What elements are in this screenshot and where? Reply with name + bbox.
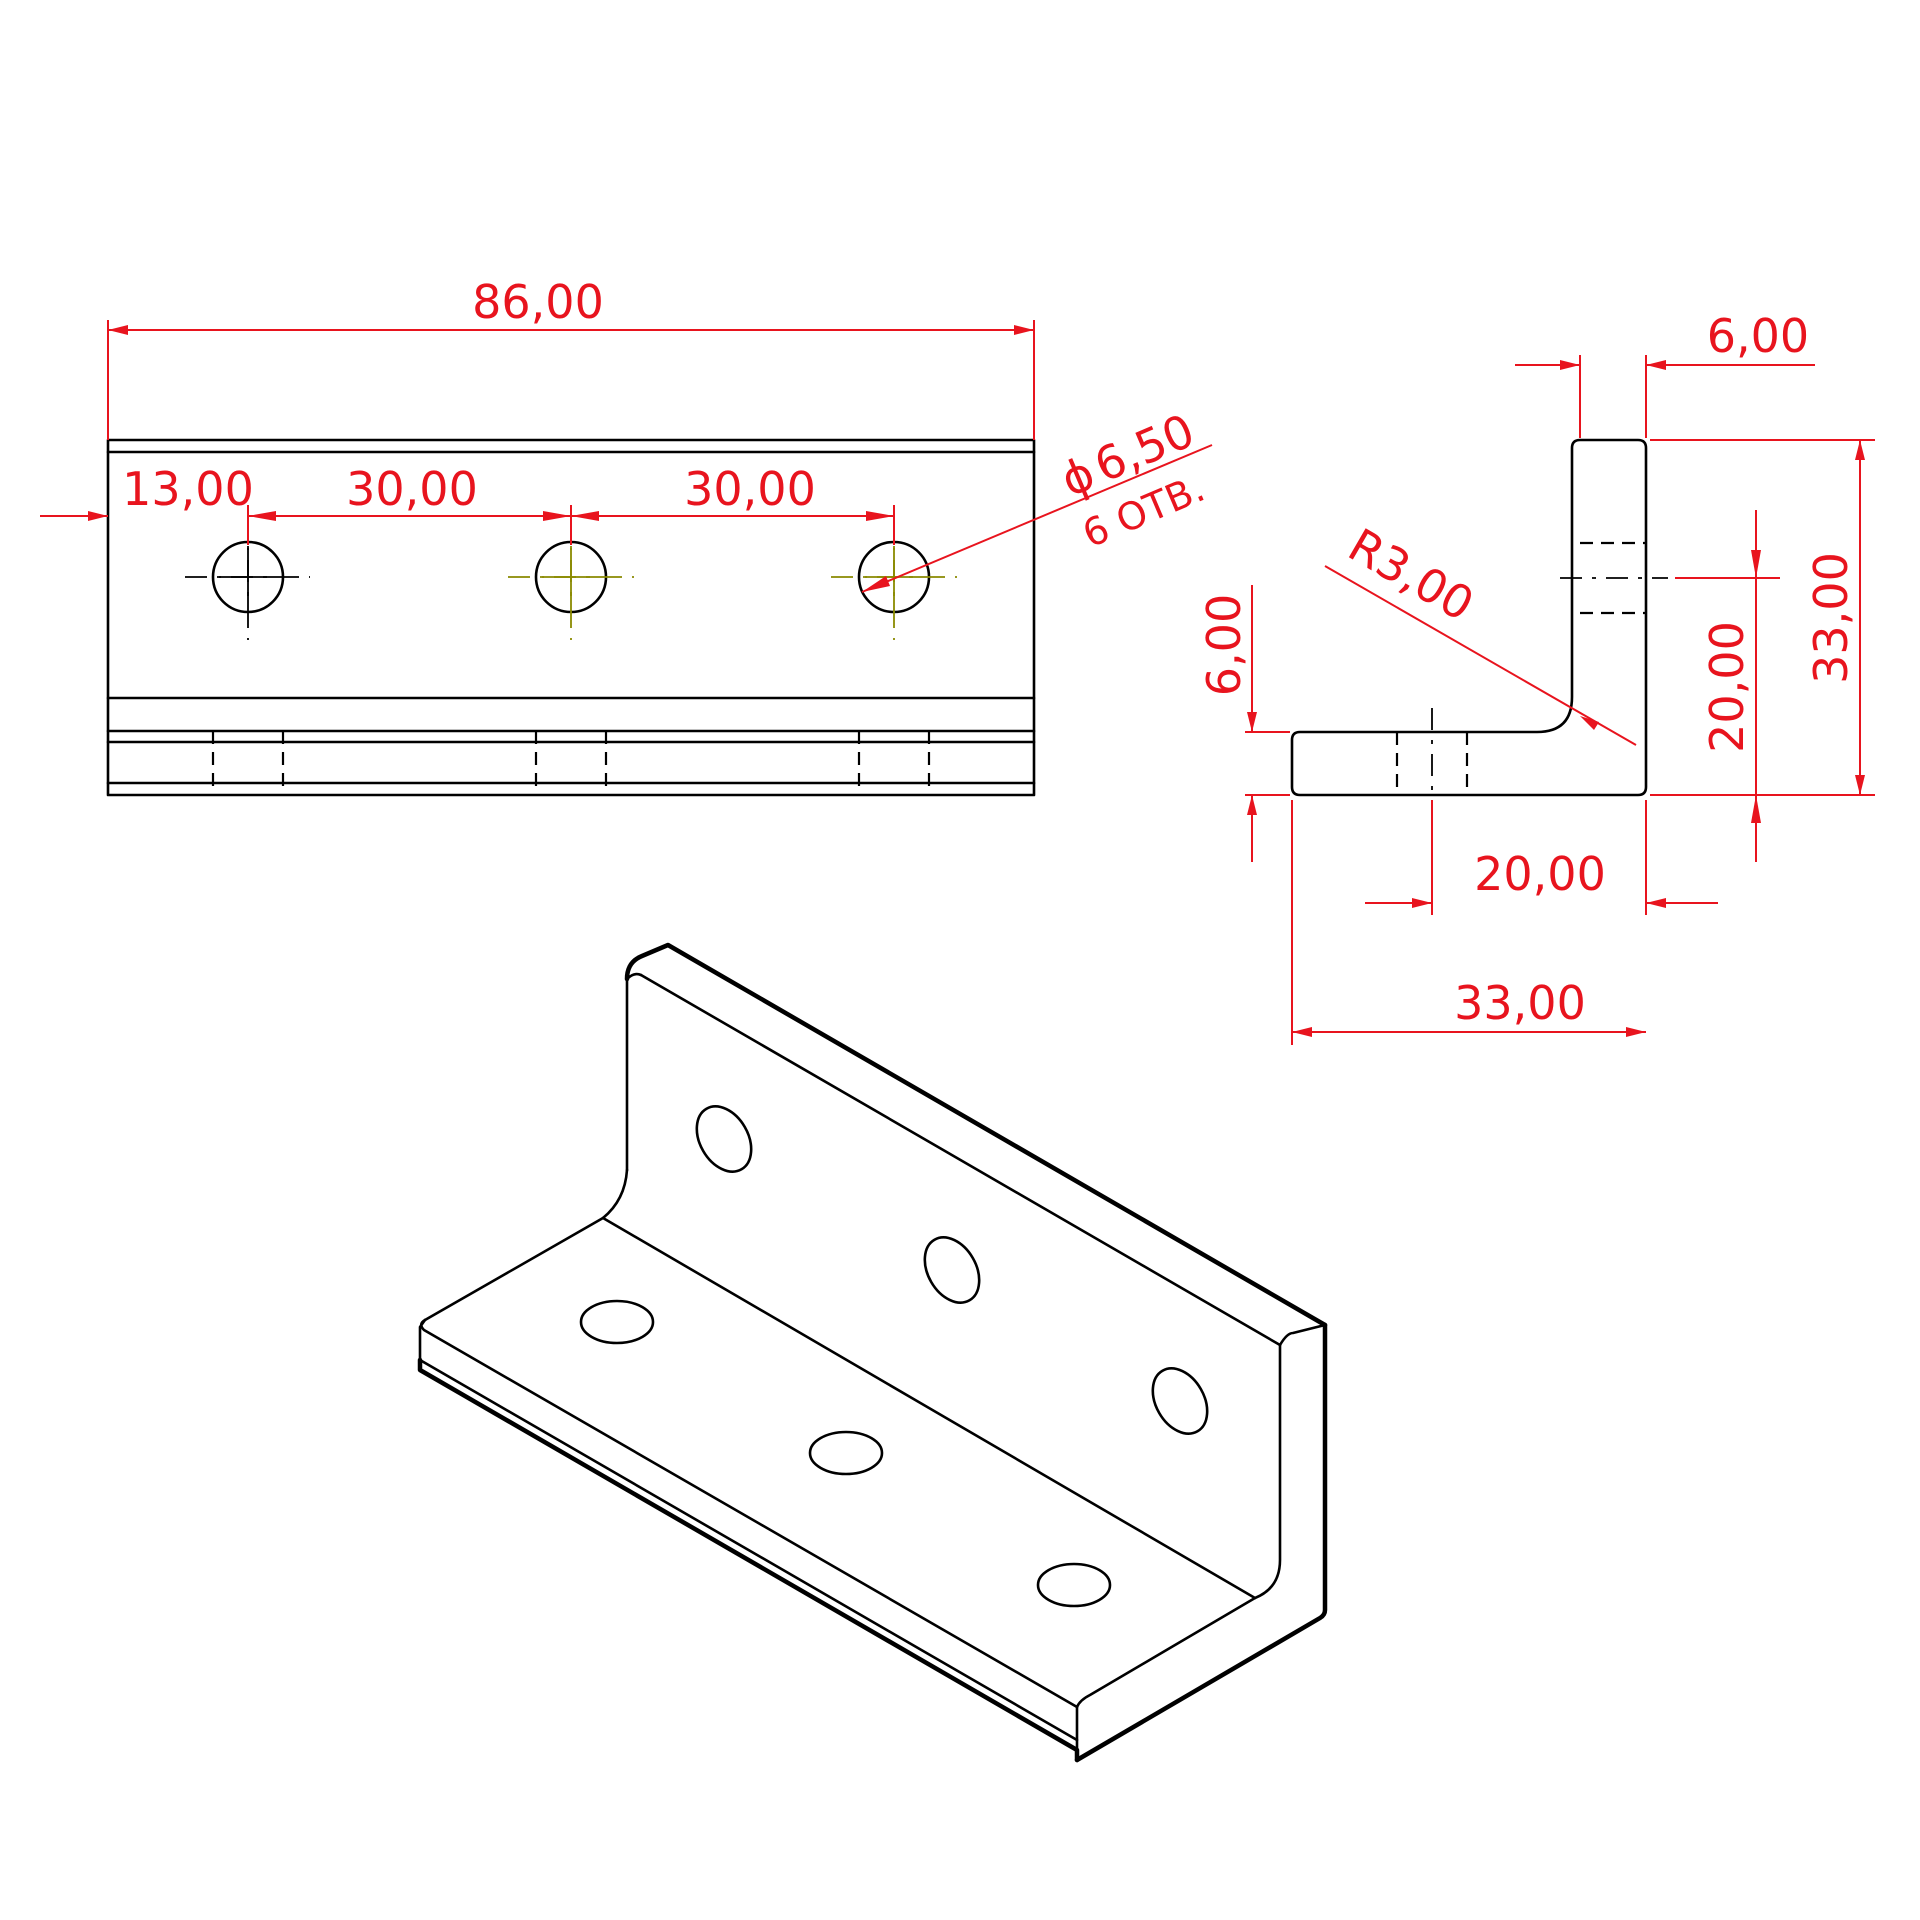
dim-hole-diameter: ϕ6,50 6 ОТВ. bbox=[861, 403, 1213, 593]
iso-bend-line bbox=[601, 1216, 1257, 1600]
dim-width-total: 33,00 bbox=[1291, 800, 1646, 1045]
dim-width-total-label: 33,00 bbox=[1454, 976, 1586, 1030]
iso-inner-corner bbox=[1253, 1343, 1282, 1600]
dim-edge-hole-label: 13,00 bbox=[122, 462, 254, 516]
dim-bend-radius: R3,00 bbox=[1324, 518, 1637, 746]
iso-vertical-leg-face-edge bbox=[639, 973, 1282, 1347]
side-view: 6,00 33,00 20,00 bbox=[1197, 309, 1875, 1045]
iso-hole-v2 bbox=[923, 1236, 981, 1304]
iso-right-end bbox=[1074, 1322, 1328, 1763]
hole-2 bbox=[508, 514, 634, 640]
isometric-view bbox=[417, 942, 1328, 1763]
dim-overall-length-label: 86,00 bbox=[472, 275, 604, 329]
iso-flange-front bbox=[418, 1318, 1079, 1742]
iso-hole-v3 bbox=[1151, 1367, 1209, 1435]
top-view: 86,00 13,00 30,00 30,00 ϕ6,50 6 ОТВ. bbox=[40, 275, 1213, 797]
dim-thickness-top-label: 6,00 bbox=[1707, 309, 1809, 363]
iso-hole-h2 bbox=[808, 1430, 884, 1476]
hidden-holes bbox=[211, 731, 931, 795]
iso-flange-right-top bbox=[1075, 1596, 1257, 1709]
dim-height-total: 33,00 bbox=[1650, 439, 1875, 796]
dim-hole-offset: 20,00 bbox=[1365, 800, 1718, 915]
dim-overall-length: 86,00 bbox=[107, 275, 1035, 440]
iso-flange-back bbox=[423, 1216, 605, 1322]
iso-hole-h1 bbox=[579, 1299, 655, 1345]
iso-flange-bottom bbox=[417, 1357, 1080, 1763]
dim-pitch-1-label: 30,00 bbox=[346, 462, 478, 516]
top-view-outline bbox=[106, 438, 1036, 797]
dim-hole-chain: 13,00 30,00 30,00 bbox=[40, 462, 895, 545]
iso-hole-v1 bbox=[695, 1105, 753, 1173]
side-profile bbox=[1290, 438, 1648, 797]
dim-hole-count-label: 6 ОТВ. bbox=[1076, 466, 1211, 556]
iso-top-edge bbox=[624, 942, 1328, 1328]
dim-hole-offset-label: 20,00 bbox=[1474, 847, 1606, 901]
dim-thickness-top: 6,00 bbox=[1515, 309, 1815, 438]
iso-bend-left bbox=[601, 1168, 629, 1220]
iso-hole-h3 bbox=[1036, 1562, 1112, 1608]
iso-flange-top-edge bbox=[419, 1318, 1079, 1709]
dim-hole-height: 20,00 bbox=[1675, 510, 1780, 862]
dim-thickness-left: 6,00 bbox=[1197, 585, 1290, 862]
dim-pitch-2-label: 30,00 bbox=[684, 462, 816, 516]
dim-thickness-left-label: 6,00 bbox=[1197, 594, 1251, 696]
dim-height-total-label: 33,00 bbox=[1804, 552, 1858, 684]
dim-hole-height-label: 20,00 bbox=[1700, 621, 1754, 753]
